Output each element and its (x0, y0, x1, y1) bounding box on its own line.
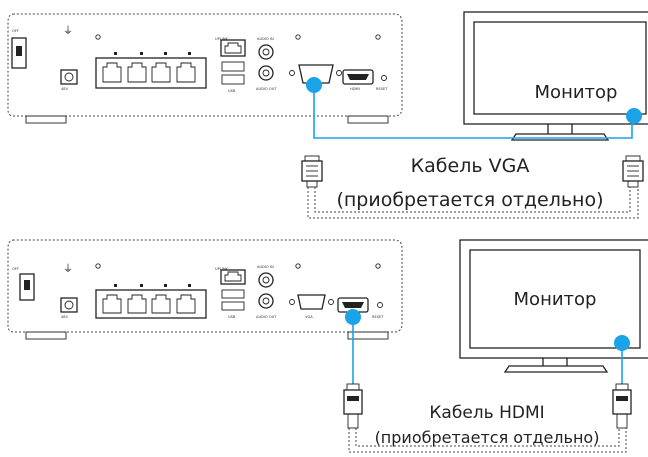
audio-in-label: AUDIO IN (257, 265, 274, 269)
screw-icon (295, 263, 301, 269)
power-label: 48V (61, 87, 69, 91)
reset-label: RESET (372, 315, 384, 319)
cable-path-dashed (348, 428, 627, 453)
cable-label-line1: Кабель VGA (411, 155, 530, 177)
lan-ports[interactable] (95, 284, 207, 319)
monitor-stand (510, 124, 610, 141)
hdmi-label: HDMI (350, 87, 360, 91)
device-feet (25, 115, 67, 124)
power-switch[interactable]: OFF (11, 29, 27, 69)
nvr-device-top: OFF ⏚ 48V (7, 13, 403, 124)
monitor-label: Монитор (514, 289, 597, 310)
usb-ports[interactable]: USB (221, 289, 245, 319)
device-feet (347, 115, 389, 124)
device-feet (25, 331, 67, 340)
monitor-bottom: Монитор (459, 239, 648, 373)
connection-dot (626, 108, 642, 124)
connection-dot (345, 309, 361, 325)
reset-button[interactable]: RESET (376, 75, 388, 92)
vga-port[interactable] (289, 64, 342, 84)
vga-plug-icon (622, 155, 644, 188)
panel-bottom-hdmi: OFF ⏚ 48V (7, 239, 648, 453)
reset-label: RESET (376, 87, 388, 91)
screw-icon (295, 34, 301, 40)
cable-label-line1: Кабель HDMI (429, 403, 544, 423)
power-jack[interactable]: ⏚ 48V (60, 25, 78, 91)
connection-dot (306, 77, 322, 93)
screw-icon (95, 34, 101, 40)
cable-path-dashed (307, 187, 639, 219)
usb-label: USB (228, 315, 236, 319)
hdmi-cable: Кабель HDMI (приобретается отдельно) (343, 309, 632, 453)
audio-ports[interactable]: AUDIO IN AUDIO OUT (256, 265, 277, 319)
off-label: OFF (12, 29, 19, 33)
usb-label: USB (228, 89, 236, 93)
power-jack[interactable]: ⏚ 48V (60, 263, 78, 319)
device-outline (7, 13, 403, 117)
uplink-label: UPLINK (215, 267, 229, 271)
monitor-label: Монитор (535, 82, 618, 103)
vga-label: VGA (305, 315, 313, 319)
device-outline (7, 239, 403, 333)
cable-path-dashed (355, 428, 620, 447)
cable-path-dashed (314, 187, 631, 213)
uplink-port[interactable]: UPLINK (215, 37, 246, 57)
device-feet (347, 331, 389, 340)
usb-ports[interactable]: USB (221, 61, 245, 93)
hdmi-plug-icon (343, 383, 363, 429)
hdmi-plug-icon (612, 383, 632, 429)
power-switch[interactable]: OFF (12, 267, 35, 301)
cable-line (313, 86, 633, 139)
screw-icon (95, 263, 101, 269)
power-label: 48V (61, 315, 69, 319)
hdmi-port[interactable]: HDMI (342, 69, 374, 91)
vga-cable: Кабель VGA (приобретается отдельно) (301, 77, 644, 219)
lan-ports[interactable] (95, 52, 207, 89)
connection-dot (614, 335, 630, 351)
audio-in-label: AUDIO IN (257, 37, 274, 41)
audio-out-label: AUDIO OUT (256, 315, 277, 319)
audio-ports[interactable]: AUDIO IN AUDIO OUT (256, 37, 277, 91)
monitor-top: Монитор (463, 11, 648, 141)
nvr-device-bottom: OFF ⏚ 48V (7, 239, 403, 340)
off-label: OFF (12, 267, 19, 271)
monitor-stand (503, 358, 609, 373)
cable-label-line2: (приобретается отдельно) (336, 189, 603, 211)
uplink-port[interactable]: UPLINK (215, 267, 246, 285)
ground-icon: ⏚ (63, 25, 73, 37)
audio-out-label: AUDIO OUT (256, 87, 277, 91)
vga-port[interactable]: VGA (289, 294, 334, 319)
ground-icon: ⏚ (63, 263, 73, 275)
vga-plug-icon (301, 155, 323, 188)
panel-top-vga: OFF ⏚ 48V (7, 11, 648, 219)
screw-icon (375, 34, 381, 40)
reset-button[interactable]: RESET (372, 302, 384, 320)
cable-label-line2: (приобретается отдельно) (375, 428, 600, 447)
screw-icon (375, 263, 381, 269)
uplink-label: UPLINK (215, 37, 229, 41)
